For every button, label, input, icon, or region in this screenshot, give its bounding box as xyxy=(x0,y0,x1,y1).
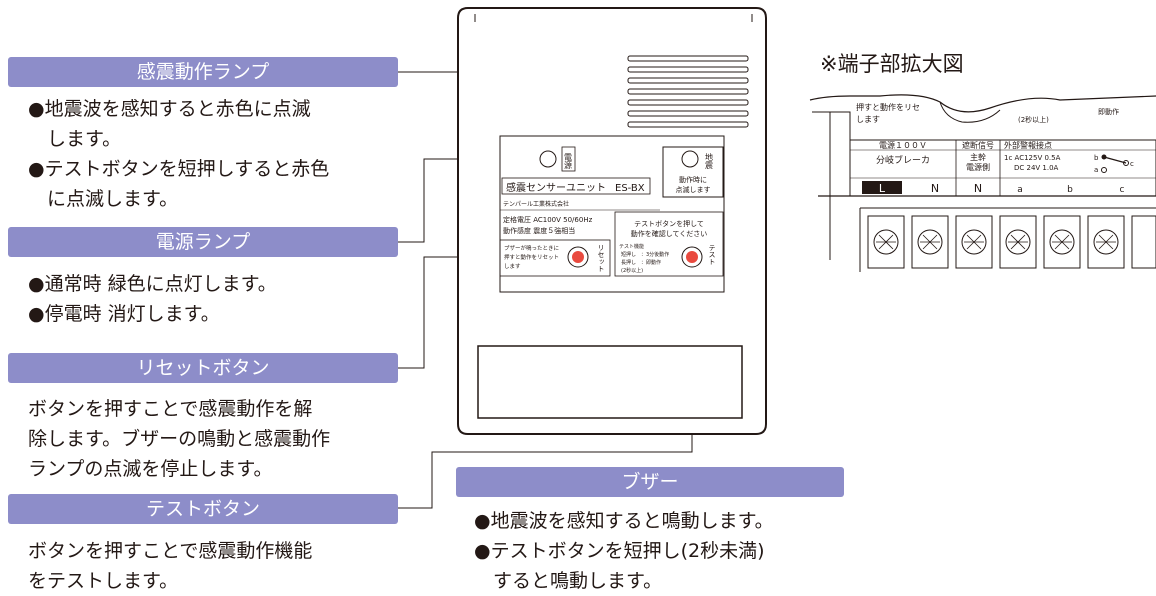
desc-line: ランプの点滅を停止します。 xyxy=(28,458,273,480)
test-note-1: テストボタンを押して xyxy=(634,219,704,228)
terminal-cutoff-header: 遮断信号 xyxy=(962,140,994,150)
test-button-dot xyxy=(686,251,698,263)
desc-line: をテストします。 xyxy=(28,570,179,592)
test-func-3: 長押し ：即動作 xyxy=(621,259,661,266)
product-name: 感震センサーユニット xyxy=(506,181,606,194)
terminal-top-text-2: します xyxy=(856,115,880,124)
test-vertical-label: テスト xyxy=(708,244,716,265)
product-model: ES-BX xyxy=(615,183,645,194)
desc-seismic-lamp: ●地震波を感知すると赤色に点滅 します。 ●テストボタンを短押しすると赤色 に点… xyxy=(28,94,329,214)
terminal-alarm-header: 外部警報接点 xyxy=(1004,140,1052,150)
seismic-lamp xyxy=(681,150,699,168)
terminal-branch-breaker: 分岐ブレーカ xyxy=(876,154,930,166)
desc-line: ●テストボタンを短押しすると赤色 xyxy=(28,158,330,180)
label-seismic-lamp: 感震動作ランプ xyxy=(8,57,398,87)
switch-contact-a xyxy=(1101,167,1107,173)
desc-line: に点滅します。 xyxy=(28,188,179,210)
terminal-L: L xyxy=(879,182,886,195)
desc-line: します。 xyxy=(28,128,122,150)
test-func-2: 短押し ：3分後動作 xyxy=(621,251,669,258)
desc-line: ●地震波を感知すると鳴動します。 xyxy=(474,510,774,532)
terminal-main-2: 電源側 xyxy=(966,162,990,172)
sensor-unit-body: 電源 地震 動作時に 点滅します 感震センサーユニット ES-BX テンパール工… xyxy=(457,7,767,435)
terminal-rating-dc: DC 24V 1.0A xyxy=(1014,164,1059,172)
maker: テンパール工業株式会社 xyxy=(503,200,569,208)
desc-line: ボタンを押すことで感震動作機能 xyxy=(28,540,313,562)
desc-line: すると鳴動します。 xyxy=(474,570,663,592)
switch-c: c xyxy=(1130,160,1134,168)
terminal-top-text-3: (2秒以上) xyxy=(1018,115,1049,124)
terminal-N1: N xyxy=(931,182,939,195)
reset-note-1: ブザーが鳴ったときに xyxy=(504,244,559,252)
switch-a: a xyxy=(1094,166,1098,174)
reset-note-3: します xyxy=(504,263,521,270)
seismic-lamp-note-2: 点滅します xyxy=(676,185,711,194)
terminal-L-bg xyxy=(862,181,902,194)
terminal-a: a xyxy=(1017,185,1023,195)
buzzer-vent xyxy=(627,55,749,128)
desc-line: ボタンを押すことで感震動作を解 xyxy=(28,398,313,420)
power-lamp-label: 電源 xyxy=(564,153,573,170)
label-buzzer: ブザー xyxy=(456,467,844,497)
desc-line: ●停電時 消灯します。 xyxy=(28,303,220,325)
seismic-lamp-note-1: 動作時に xyxy=(679,175,707,184)
desc-line: ●通常時 緑色に点灯します。 xyxy=(28,273,277,295)
enlarged-caption: ※端子部拡大図 xyxy=(820,52,964,76)
label-test-button: テストボタン xyxy=(8,494,398,524)
switch-contact-c xyxy=(1123,160,1129,166)
desc-power-lamp: ●通常時 緑色に点灯します。 ●停電時 消灯します。 xyxy=(28,269,277,329)
label-reset-button: リセットボタン xyxy=(8,353,398,383)
terminal-cover xyxy=(477,345,743,419)
terminal-b: b xyxy=(1067,185,1073,195)
reset-vertical-label: リセット xyxy=(597,244,605,272)
reset-note-2: 押すと動作をリセット xyxy=(504,253,559,261)
terminal-power-header: 電源１００Ｖ xyxy=(879,141,927,150)
test-func-1: テスト機能 xyxy=(619,243,644,250)
desc-line: ●テストボタンを短押し(2秒未満) xyxy=(474,540,765,562)
test-func-4: (2秒以上) xyxy=(621,267,643,274)
switch-b: b xyxy=(1094,154,1099,162)
desc-buzzer: ●地震波を感知すると鳴動します。 ●テストボタンを短押し(2秒未満) すると鳴動… xyxy=(474,506,774,596)
seismic-lamp-label: 地震 xyxy=(705,152,714,170)
desc-line: ●地震波を感知すると赤色に点滅 xyxy=(28,98,311,120)
rating: 定格電圧 AC100V 50/60Hz xyxy=(503,215,593,224)
desc-test-button: ボタンを押すことで感震動作機能 をテストします。 xyxy=(28,536,312,596)
screw-terminals xyxy=(867,215,1156,269)
test-note-2: 動作を確認してください xyxy=(631,229,708,238)
terminal-c: c xyxy=(1120,185,1125,195)
terminal-enlarged: 押すと動作をリセ します (2秒以上) 即動作 電源１００Ｖ 遮断信号 外部警報… xyxy=(809,94,1156,272)
desc-line: 除します。ブザーの鳴動と感震動作 xyxy=(28,428,331,450)
terminal-N2: N xyxy=(974,182,982,195)
terminal-top-text-4: 即動作 xyxy=(1098,107,1119,116)
desc-reset-button: ボタンを押すことで感震動作を解 除します。ブザーの鳴動と感震動作 ランプの点滅を… xyxy=(28,394,330,484)
terminal-main-1: 主幹 xyxy=(970,152,986,162)
power-lamp xyxy=(539,150,557,168)
terminal-top-text-1: 押すと動作をリセ xyxy=(856,102,920,112)
sensitivity: 動作感度 震度５強相当 xyxy=(503,226,575,235)
label-power-lamp: 電源ランプ xyxy=(8,227,398,257)
terminal-rating-ac: 1c AC125V 0.5A xyxy=(1004,154,1061,162)
reset-button-dot xyxy=(572,251,584,263)
